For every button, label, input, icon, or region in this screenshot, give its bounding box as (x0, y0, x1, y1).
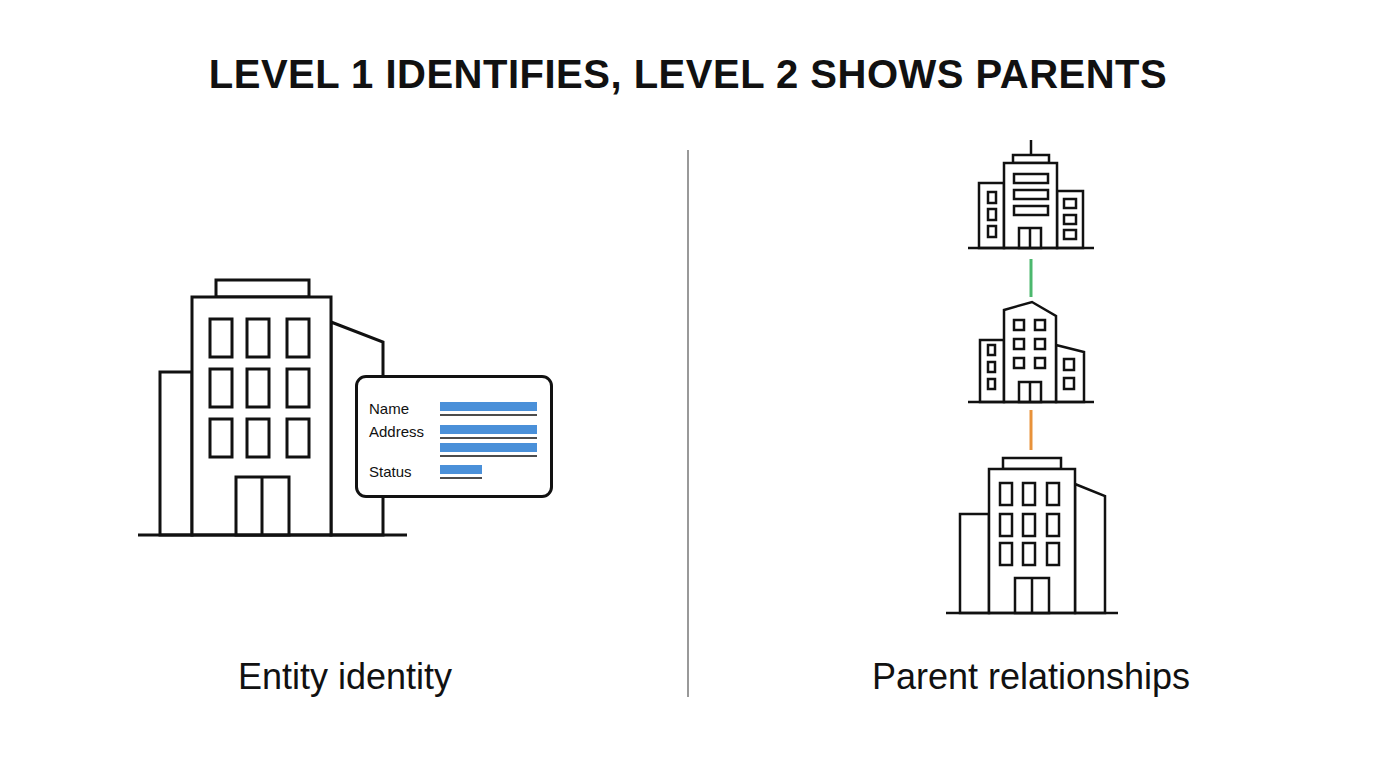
field-label: Name (369, 397, 409, 420)
building-icon (968, 302, 1094, 402)
caption-wrap: Parent relationships (731, 656, 1331, 698)
caption: Entity identity (45, 656, 645, 698)
link-line (1030, 410, 1033, 450)
underline (440, 477, 482, 479)
value-bar (440, 465, 482, 474)
link-line (1030, 259, 1033, 297)
field-label: Status (369, 460, 412, 483)
divider-line (687, 150, 689, 697)
value-bar (440, 402, 537, 411)
caption: Parent relationships (731, 656, 1331, 698)
field-bars (358, 378, 558, 508)
value-bar (440, 443, 537, 452)
caption-wrap: Entity identity (45, 656, 645, 698)
building-icon (946, 458, 1118, 613)
underline (440, 455, 537, 457)
building-icon (968, 140, 1094, 248)
title: LEVEL 1 IDENTIFIES, LEVEL 2 SHOWS PARENT… (0, 52, 1376, 97)
underline (440, 414, 537, 416)
info-card: NameAddressStatus (355, 375, 553, 498)
field-label: Address (369, 420, 424, 443)
value-bar (440, 425, 537, 434)
title-wrap: LEVEL 1 IDENTIFIES, LEVEL 2 SHOWS PARENT… (0, 52, 1376, 97)
underline (440, 437, 537, 439)
